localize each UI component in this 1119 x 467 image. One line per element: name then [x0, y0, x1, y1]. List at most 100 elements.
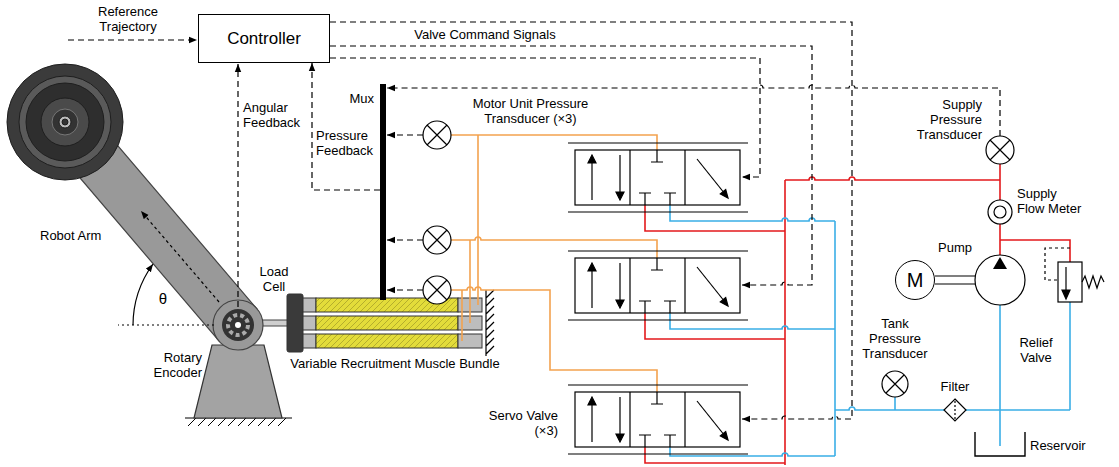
- circle-part: [222, 309, 254, 341]
- path-part: [451, 237, 657, 258]
- path-part: [645, 205, 785, 231]
- path-part: [387, 85, 1000, 136]
- node-label: Mux: [349, 92, 374, 107]
- rect-part: [316, 334, 458, 348]
- signal-label: Valve Command Signals: [400, 27, 570, 42]
- ground-hatch: [185, 418, 292, 426]
- circle-part: [7, 64, 123, 180]
- path-part: [784, 180, 786, 465]
- circle-part: [19, 76, 111, 168]
- path-part: [645, 313, 785, 339]
- servo-valve-symbol: [568, 385, 748, 454]
- circle-part: [882, 371, 908, 397]
- path-part: [237, 64, 238, 307]
- angle-reference-line: [118, 325, 214, 326]
- sensor-label: Tank Pressure Transducer: [860, 316, 930, 361]
- sensor-label: Motor Unit Pressure Transducer (×3): [458, 96, 603, 126]
- signal-label: Angular Feedback: [243, 100, 305, 130]
- path-part: [469, 240, 471, 323]
- path-part: [993, 257, 1007, 269]
- rect-part: [303, 316, 316, 330]
- circle-part: [59, 116, 71, 128]
- circle-part: [41, 98, 89, 146]
- part-label: Reservoir: [1030, 438, 1110, 453]
- servo-valve-symbol: [568, 251, 748, 320]
- rect-part: [303, 334, 316, 348]
- part-label: Rotary Encoder: [138, 350, 202, 380]
- signal-label: Pressure Feedback: [316, 128, 380, 158]
- servo-valve-symbol: [568, 143, 748, 212]
- circle-part: [994, 206, 1006, 218]
- path-part: [935, 276, 975, 284]
- circle-part: [423, 276, 451, 304]
- signal-lines: [68, 22, 1070, 419]
- filter-symbol: [944, 399, 966, 421]
- path-part: [834, 221, 836, 456]
- path-part: [670, 313, 835, 329]
- path-part: [185, 418, 292, 426]
- arm-base: [194, 345, 282, 418]
- circle-part: [988, 200, 1012, 224]
- sensor-label: Supply Flow Meter: [1017, 186, 1087, 216]
- part-label: Pump: [934, 240, 976, 255]
- pressure-transducer-symbol: [423, 121, 1014, 397]
- pump-symbol: [935, 255, 1025, 305]
- path-part: [427, 125, 447, 145]
- input-label: Reference Trajectory: [88, 4, 168, 34]
- signal-connector: [312, 63, 380, 190]
- circle-part: [235, 322, 241, 328]
- part-label: Variable Recruitment Muscle Bundle: [265, 356, 525, 371]
- circle-part: [26, 83, 104, 161]
- circle-part: [423, 121, 451, 149]
- circle-part: [986, 136, 1014, 164]
- part-label: Servo Valve (×3): [488, 408, 558, 438]
- path-part: [670, 205, 835, 221]
- part-label: Filter: [930, 379, 980, 394]
- angle-arc: [133, 264, 153, 325]
- path-part: [1069, 302, 1071, 410]
- part-label: Robot Arm: [40, 228, 120, 243]
- path-part: [427, 230, 447, 250]
- path-part: [387, 239, 423, 240]
- path-part: [330, 46, 812, 285]
- arm-pivot: [213, 300, 263, 350]
- rect-part: [316, 316, 458, 330]
- path-part: [477, 135, 479, 305]
- rect-part: [303, 298, 316, 312]
- circle-part: [423, 226, 451, 254]
- path-part: [68, 39, 197, 40]
- circle-part: [62, 119, 68, 125]
- path-part: [990, 140, 1010, 160]
- path-part: [645, 447, 785, 463]
- flow-meter-symbol: [988, 200, 1012, 224]
- path-part: [894, 397, 896, 410]
- controller-box: Controller: [198, 14, 330, 63]
- path-part: [999, 305, 1001, 446]
- angle-symbol: θ: [154, 290, 172, 308]
- path-part: [1065, 267, 1066, 292]
- rect-part: [1058, 262, 1082, 302]
- relief-valve-symbol: [1058, 262, 1104, 302]
- rect-part: [287, 294, 303, 352]
- node-label: Controller: [227, 29, 301, 49]
- fixed-wall: [486, 290, 494, 356]
- path-part: [387, 134, 423, 135]
- mux-bar: Mux: [380, 84, 386, 300]
- arm-axis-arrow: [141, 211, 219, 302]
- part-label: Load Cell: [252, 264, 296, 294]
- rotary-encoder: [222, 309, 254, 341]
- circle-part: [228, 315, 248, 335]
- circle-part: [52, 109, 78, 135]
- reservoir-symbol: [975, 432, 1025, 456]
- path-part: [670, 447, 835, 456]
- polygon-part: [944, 399, 966, 421]
- path-part: [1062, 290, 1070, 299]
- part-label: Relief Valve: [1008, 335, 1064, 365]
- sensor-label: Supply Pressure Transducer: [902, 97, 982, 142]
- arm-wheel: [7, 64, 123, 180]
